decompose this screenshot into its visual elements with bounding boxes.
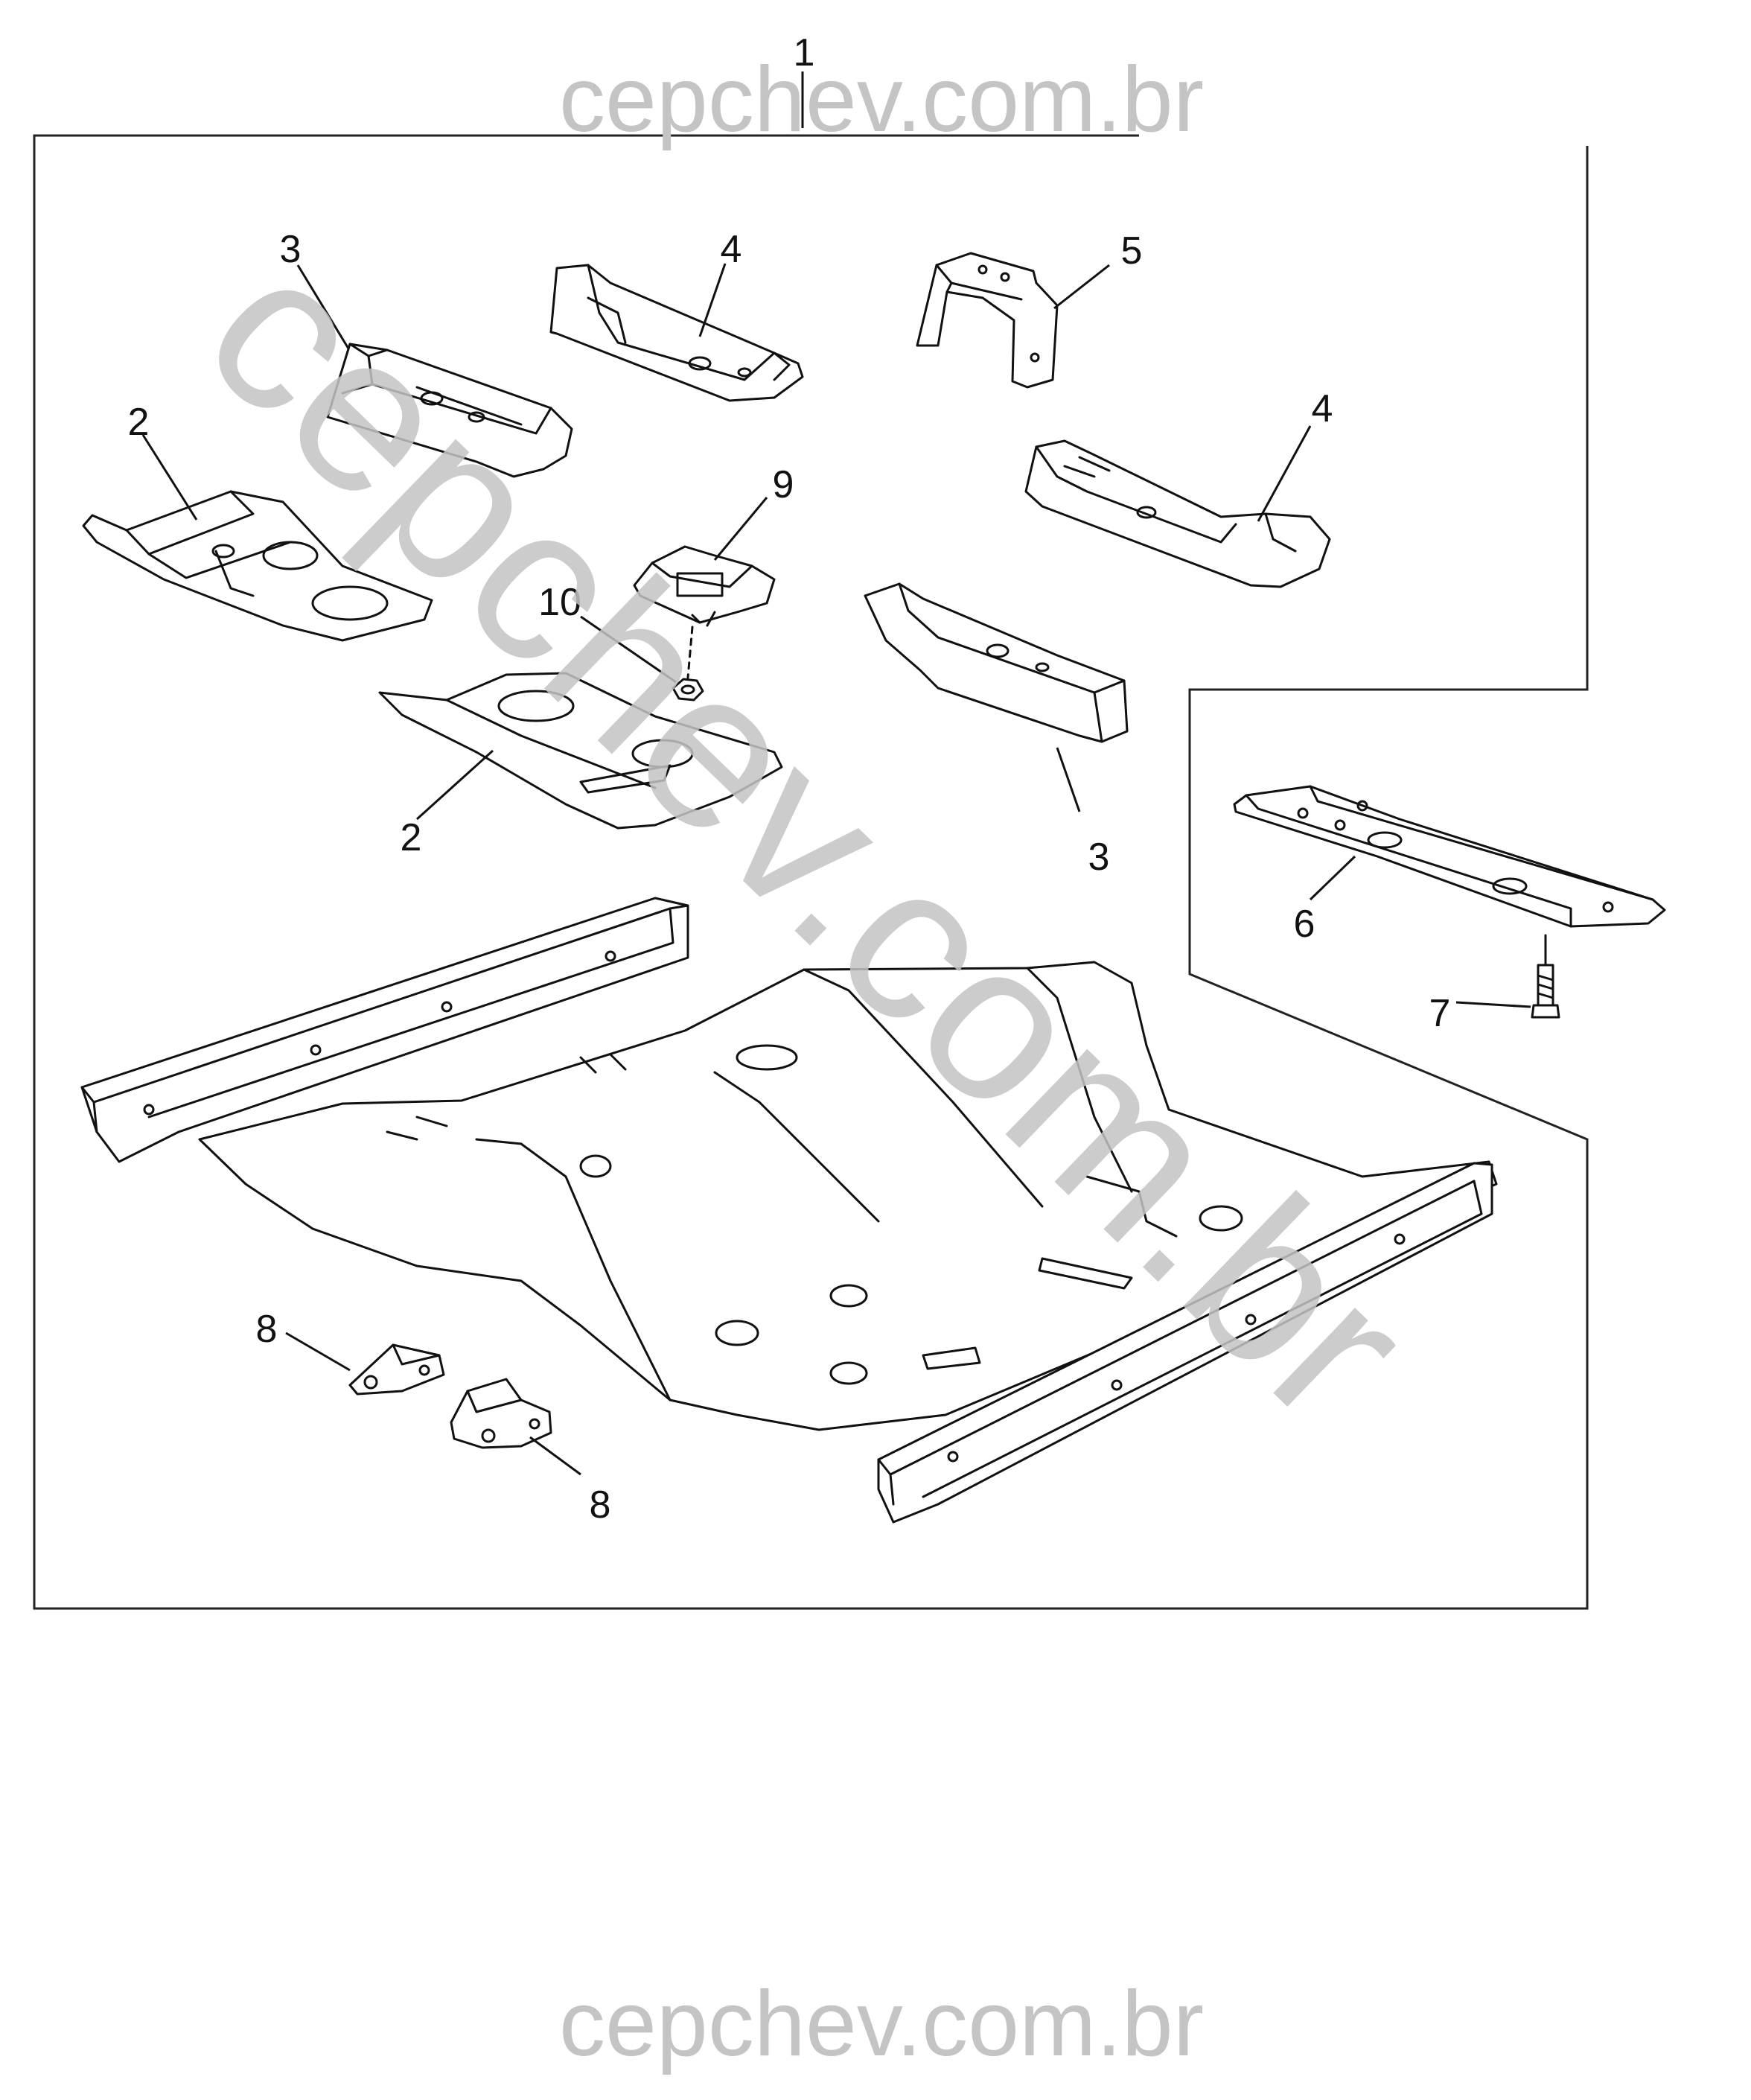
callout-3-left: 3 bbox=[280, 228, 302, 271]
part-8-left-clip[interactable] bbox=[348, 1343, 445, 1396]
part-4-upper-rail[interactable] bbox=[549, 264, 804, 402]
watermark-bottom: cepchev.com.br bbox=[559, 1973, 1204, 2075]
callout-9: 9 bbox=[773, 463, 794, 506]
part-5-bracket[interactable] bbox=[916, 252, 1059, 389]
callout-4-right: 4 bbox=[1312, 387, 1333, 430]
callout-10: 10 bbox=[538, 581, 581, 624]
callout-3-right: 3 bbox=[1088, 836, 1110, 879]
part-9-mount-bracket[interactable] bbox=[633, 545, 776, 627]
part-3-right-bracket[interactable] bbox=[864, 582, 1129, 743]
assembly-frame bbox=[33, 134, 1589, 1610]
callout-labels: 1 3 4 5 4 2 9 10 2 3 6 7 8 8 bbox=[128, 31, 1451, 1527]
part-4-right-rail[interactable] bbox=[1024, 439, 1331, 588]
part-2-upper-floor-pan[interactable] bbox=[82, 490, 433, 642]
part-7-bolt[interactable] bbox=[1531, 934, 1560, 1019]
callout-2-lower: 2 bbox=[401, 816, 422, 859]
leader-lines bbox=[141, 71, 1531, 1476]
callout-8-right: 8 bbox=[590, 1483, 611, 1527]
callout-7: 7 bbox=[1429, 992, 1451, 1035]
callout-8-left: 8 bbox=[256, 1308, 278, 1351]
callout-1: 1 bbox=[794, 31, 815, 74]
callout-5: 5 bbox=[1121, 229, 1143, 273]
part-10-nut[interactable] bbox=[672, 626, 704, 701]
callout-4-upper: 4 bbox=[721, 228, 742, 271]
part-8-right-clip[interactable] bbox=[450, 1378, 552, 1449]
callout-2-upper: 2 bbox=[128, 401, 150, 444]
part-6-crossmember[interactable] bbox=[1233, 785, 1666, 928]
main-floor-panel[interactable] bbox=[80, 897, 1498, 1524]
part-3-left-bracket[interactable] bbox=[326, 343, 573, 478]
part-2-lower-floor-pan[interactable] bbox=[378, 672, 783, 830]
callout-6: 6 bbox=[1294, 903, 1315, 946]
watermark-top: cepchev.com.br bbox=[559, 48, 1204, 151]
